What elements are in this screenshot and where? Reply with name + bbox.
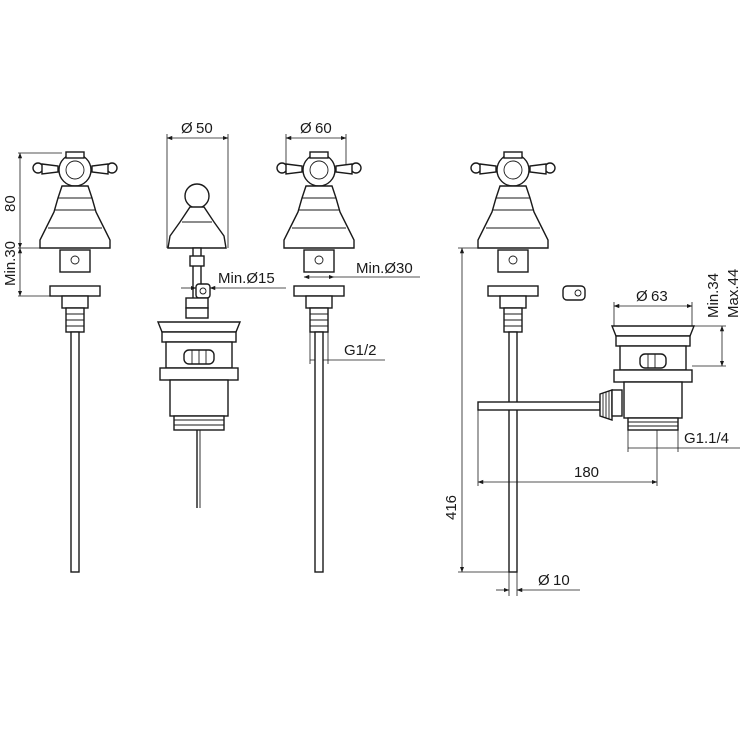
valve-right-view [276, 134, 420, 573]
dim-max-44: Max.44 [725, 269, 742, 318]
valve-left-view [17, 151, 118, 573]
dim-dia-63: 63 [651, 288, 668, 305]
assembly-view [458, 151, 740, 596]
spout-view [156, 134, 286, 508]
dim-min-34: Min.34 [705, 273, 722, 318]
dim-dia-60-symbol: Ø [300, 120, 312, 137]
dim-thread-g12: G1/2 [344, 342, 377, 359]
dim-min-30: Min.30 [2, 241, 19, 286]
dim-thread-g114: G1.1/4 [684, 430, 729, 447]
dim-length-180: 180 [574, 464, 599, 481]
dim-dia-10-symbol: Ø [538, 572, 550, 589]
dim-min-dia-15: Min.Ø15 [218, 270, 275, 287]
dim-min-dia-30: Min.Ø30 [356, 260, 413, 277]
dim-dia-50: 50 [196, 120, 213, 137]
dim-dia-63-symbol: Ø [636, 288, 648, 305]
dim-height-80: 80 [2, 195, 19, 212]
dim-dia-60: 60 [315, 120, 332, 137]
dim-dia-50-symbol: Ø [181, 120, 193, 137]
dim-dia-10: 10 [553, 572, 570, 589]
dim-height-416: 416 [443, 495, 460, 520]
